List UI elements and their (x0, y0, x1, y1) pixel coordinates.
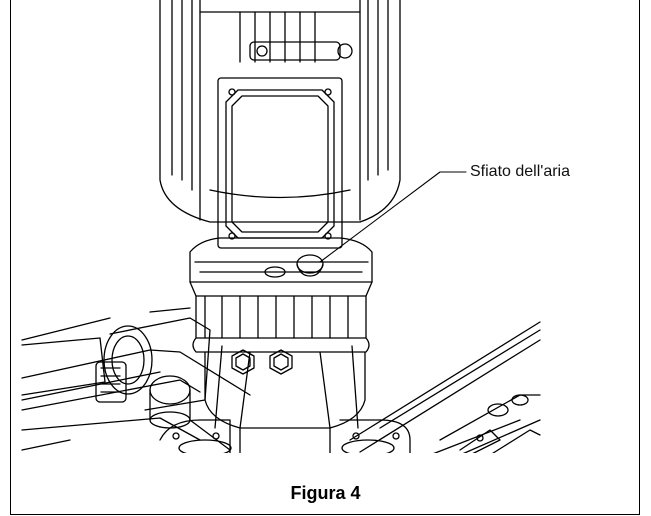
pump-housing (159, 345, 411, 457)
figure-frame (10, 0, 640, 515)
motor-housing (159, 0, 401, 223)
figure-caption: Figura 4 (290, 483, 361, 503)
lantern-bracket (189, 237, 373, 353)
left-fitting (21, 307, 211, 429)
air-vent-label: Sfiato dell'aria (470, 163, 570, 180)
right-pipework (439, 394, 541, 456)
air-vent-plug (296, 254, 324, 277)
callout-leader (319, 171, 467, 263)
